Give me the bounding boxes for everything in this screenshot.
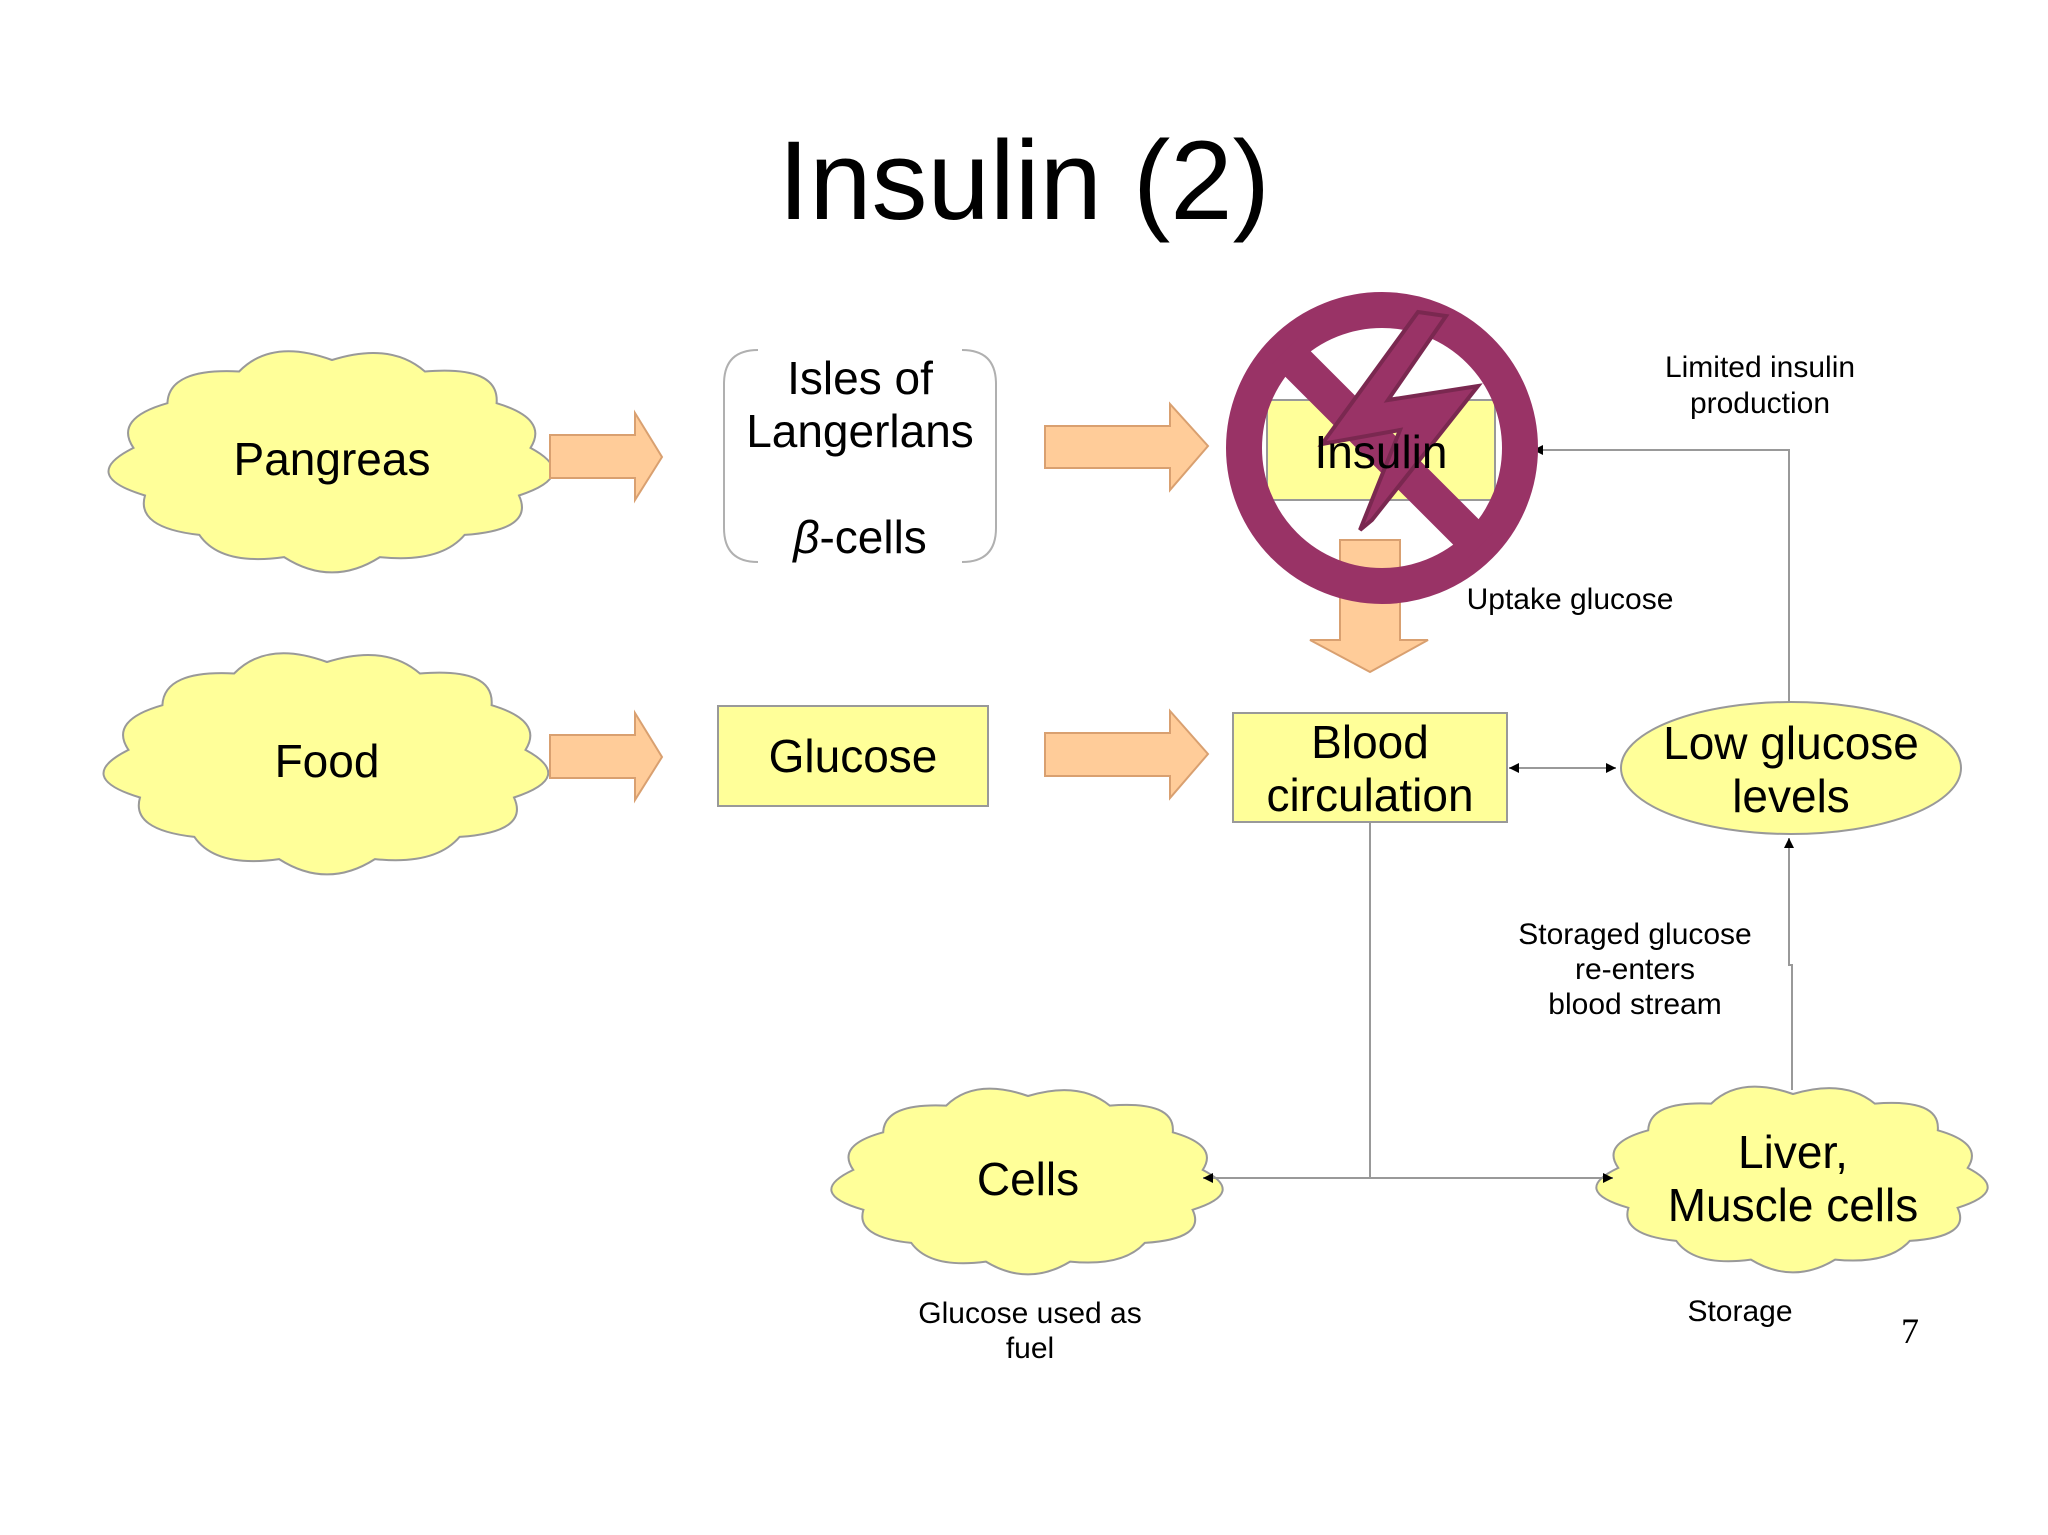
low-line-1: Low glucose: [1663, 717, 1919, 769]
prohibition-sign: [1226, 292, 1538, 604]
blood-line-2: circulation: [1266, 769, 1474, 821]
liver-line-1: Liver,: [1738, 1126, 1848, 1178]
islets-line-1: Isles of: [787, 352, 933, 404]
storaged-line-3: blood stream: [1548, 988, 1722, 1021]
connector-limited-insulin: [1533, 445, 1790, 702]
pancreas-cloud: [107, 350, 554, 574]
insulin-label: Insulin: [1314, 426, 1448, 478]
block-arrow-islets-insulin: [1044, 401, 1210, 493]
storaged-glucose-note: Storaged glucose re-enters blood stream: [1485, 917, 1785, 1022]
blood-line-1: Blood: [1311, 716, 1429, 768]
blood-circulation-box: [1232, 712, 1508, 823]
fuel-line-1: Glucose used as: [918, 1297, 1142, 1330]
limited-line-1: Limited insulin: [1664, 351, 1856, 384]
food-cloud: [102, 652, 549, 876]
glucose-label: Glucose: [768, 730, 938, 782]
storaged-line-1: Storaged glucose: [1518, 918, 1752, 951]
beta-cells-text: -cells: [819, 511, 927, 563]
blood-circulation-label: Blood circulation: [1233, 716, 1507, 822]
low-glucose-ellipse: [1620, 701, 1962, 835]
storaged-line-2: re-enters: [1574, 953, 1696, 986]
liver-cloud: [1595, 1085, 1989, 1274]
slide-title: Insulin (2): [778, 118, 1270, 243]
storage-note: Storage: [1687, 1295, 1793, 1328]
limited-line-2: production: [1689, 387, 1831, 420]
uptake-glucose-note: Uptake glucose: [1466, 583, 1674, 616]
glucose-fuel-note: Glucose used as fuel: [880, 1296, 1180, 1366]
beta-symbol: β: [793, 511, 820, 563]
beta-cells-label: β-cells: [724, 511, 996, 564]
islets-label: Isles of Langerlans β-cells: [724, 352, 996, 564]
islets-spacer: [724, 458, 996, 511]
low-line-2: levels: [1732, 770, 1850, 822]
liver-line-2: Muscle cells: [1667, 1179, 1919, 1231]
lightning-bolt-icon: [1317, 309, 1483, 532]
low-glucose-label: Low glucose levels: [1621, 717, 1961, 823]
cells-label: Cells: [976, 1153, 1080, 1205]
pancreas-label: Pangreas: [233, 433, 431, 485]
islets-box: [723, 349, 997, 563]
block-arrow-food-glucose: [549, 709, 664, 804]
block-arrow-pancreas-islets: [549, 409, 664, 504]
fuel-line-2: fuel: [1005, 1332, 1055, 1365]
cells-cloud: [830, 1087, 1224, 1276]
block-arrow-glucose-blood: [1044, 708, 1210, 801]
food-label: Food: [274, 735, 380, 787]
liver-label: Liver, Muscle cells: [1623, 1126, 1963, 1232]
connector-liver-low: [1784, 838, 1794, 1090]
page-number: 7: [1901, 1311, 1919, 1351]
glucose-box: [717, 705, 989, 807]
limited-insulin-note: Limited insulin production: [1610, 350, 1910, 422]
islets-line-2: Langerlans: [746, 405, 974, 457]
